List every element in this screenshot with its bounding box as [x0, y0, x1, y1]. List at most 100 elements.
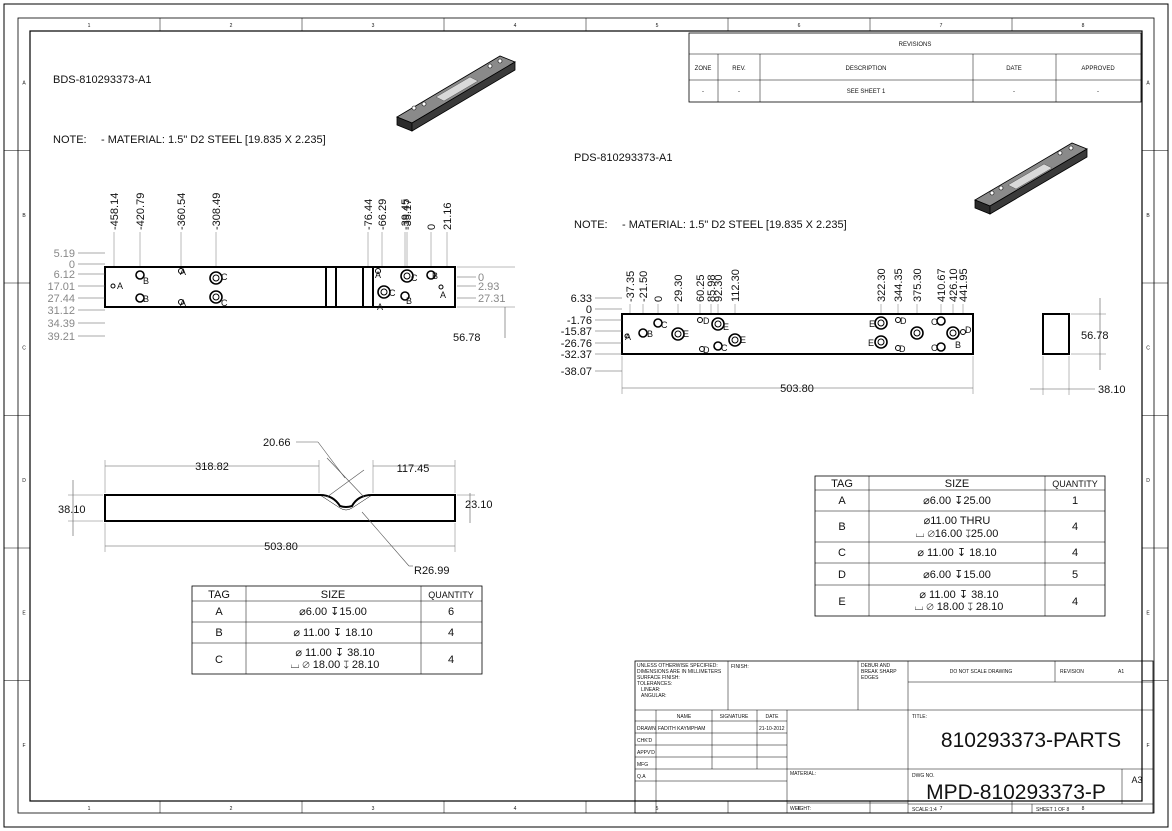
zone-column-label: 7	[940, 806, 943, 812]
bds-table-row-size-counterbore: ⌴ ⌀ 18.00 ↧ 28.10	[291, 659, 380, 671]
svg-text:D: D	[899, 344, 906, 354]
drawing-frame	[29, 30, 1143, 802]
bds-side-radius-dim: R26.99	[414, 565, 449, 577]
ordinate-dimension: 441.95	[958, 268, 970, 302]
svg-text:A: A	[180, 267, 186, 277]
tb-dwg-number: MPD-810293373-P	[926, 781, 1106, 804]
svg-text:C: C	[411, 273, 418, 283]
tb-revision-label: REVISION	[1060, 669, 1084, 675]
bds-table-row-qty: 4	[448, 627, 454, 639]
svg-text:A: A	[625, 332, 631, 342]
bds-table-row-qty: 4	[448, 654, 454, 666]
pds-table-row-size-counterbore: ⌴ ⌀16.00 ↧25.00	[916, 528, 999, 540]
bds-isometric-view	[396, 55, 516, 132]
pds-table-row-size: ⌀11.00 THRU	[924, 515, 991, 527]
svg-text:B: B	[955, 340, 961, 350]
pds-isometric-view	[974, 142, 1088, 215]
tb-unless-line: SURFACE FINISH:	[637, 675, 680, 681]
bds-hole-table: TAG SIZE QUANTITY A ⌀6.00 ↧15.00 6 B ⌀ 1…	[191, 585, 483, 675]
pds-end-view: 56.78 38.10	[1030, 298, 1126, 396]
bds-side-right-dim: 117.45	[397, 463, 430, 475]
tb-sheet-number: SHEET 1 OF 8	[1036, 807, 1069, 813]
ordinate-dimension: -35.17	[402, 199, 414, 230]
svg-text:A: A	[377, 302, 383, 312]
bds-height-dim: 56.78	[453, 332, 481, 344]
tb-col-date: DATE	[766, 714, 780, 720]
rev-header-date: DATE	[1006, 66, 1022, 72]
pds-table-header-tag: TAG	[831, 478, 853, 490]
ordinate-dimension: -15.87	[561, 326, 592, 338]
bds-side-length-dim: 503.80	[264, 541, 298, 553]
zone-column-label: 3	[372, 23, 375, 29]
tb-deburr: EDGES	[861, 675, 879, 681]
pds-table-row-qty: 4	[1072, 596, 1078, 608]
pds-table-row-size: ⌀ 11.00 ↧ 18.10	[917, 547, 996, 559]
ordinate-dimension: -32.37	[561, 349, 592, 361]
tb-col-signature: SIGNATURE	[720, 714, 749, 720]
tb-role: APPV'D	[637, 750, 655, 756]
ordinate-dimension: 21.16	[442, 202, 454, 230]
ordinate-dimension: -38.07	[561, 366, 592, 378]
zone-row-label: E	[22, 610, 26, 616]
pds-table-header-size: SIZE	[945, 478, 969, 490]
ordinate-dimension: 39.21	[47, 331, 75, 343]
ordinate-dimension: 0	[586, 304, 592, 316]
zone-column-label: 4	[514, 23, 517, 29]
svg-text:C: C	[661, 320, 668, 330]
tb-title-label: TITLE:	[912, 714, 927, 720]
ordinate-dimension: 426.10	[948, 268, 960, 302]
rev-header-zone: ZONE	[695, 66, 712, 72]
ordinate-dimension: -1.76	[567, 315, 592, 327]
zone-column-label: 8	[1082, 806, 1085, 812]
ordinate-dimension: 92.30	[713, 274, 725, 302]
zone-column-label: 5	[656, 806, 659, 812]
pds-note-label: NOTE:	[574, 219, 608, 231]
svg-text:E: E	[740, 335, 746, 345]
zone-row-label: C	[1146, 345, 1150, 351]
bds-table-row-size: ⌀ 11.00 ↧ 18.10	[293, 627, 372, 639]
bds-table-header-size: SIZE	[321, 589, 345, 601]
svg-text:A: A	[375, 270, 381, 280]
bds-table-row-tag: C	[215, 654, 223, 666]
bds-side-view: 318.82 20.66 117.45 38.10 23.10 503.80 R…	[58, 437, 493, 577]
svg-text:B: B	[406, 296, 412, 306]
bds-table-row-size: ⌀6.00 ↧15.00	[299, 606, 367, 618]
rev-cell-zone: -	[702, 89, 704, 95]
rev-header-approved: APPROVED	[1081, 66, 1115, 72]
tb-deburr: DEBUR AND	[861, 663, 891, 669]
zone-column-label: 6	[798, 23, 801, 29]
ordinate-dimension: 6.33	[571, 293, 592, 305]
ordinate-dimension: -39.45	[400, 199, 412, 230]
ordinate-dimension: -37.35	[625, 271, 637, 302]
ordinate-dimension: -76.44	[363, 199, 375, 230]
ordinate-dimension: -66.29	[377, 199, 389, 230]
ordinate-dimension: 27.31	[478, 293, 506, 305]
ordinate-dimension: 375.30	[912, 268, 924, 302]
svg-text:D: D	[703, 345, 710, 355]
svg-text:C: C	[931, 317, 938, 327]
pds-table-header-quantity: QUANTITY	[1052, 479, 1098, 489]
svg-text:E: E	[723, 322, 729, 332]
ordinate-dimension: 0	[426, 224, 438, 230]
zone-column-label: 4	[514, 806, 517, 812]
ordinate-dimension: -360.54	[176, 193, 188, 230]
outer-border	[3, 3, 1169, 828]
svg-text:C: C	[931, 343, 938, 353]
svg-text:B: B	[647, 329, 653, 339]
rev-header-description: DESCRIPTION	[845, 66, 886, 72]
revisions-title: REVISIONS	[899, 42, 932, 48]
svg-text:E: E	[868, 338, 874, 348]
bds-dimensions: -458.14-420.79-360.54-308.49-76.44-66.29…	[47, 193, 515, 344]
svg-text:E: E	[683, 329, 689, 339]
revisions-table: REVISIONS ZONE REV. DESCRIPTION DATE APP…	[688, 32, 1142, 103]
zone-row-label: E	[1146, 610, 1150, 616]
bds-side-chamfer-dim: 20.66	[263, 437, 291, 449]
ordinate-dimension: 31.12	[47, 305, 75, 317]
zone-row-label: C	[22, 345, 26, 351]
ordinate-dimension: 5.19	[54, 248, 75, 260]
svg-text:D: D	[703, 316, 710, 326]
ordinate-dimension: -458.14	[109, 193, 121, 230]
tb-drawing-title: 810293373-PARTS	[941, 729, 1121, 752]
svg-text:B: B	[432, 271, 438, 281]
